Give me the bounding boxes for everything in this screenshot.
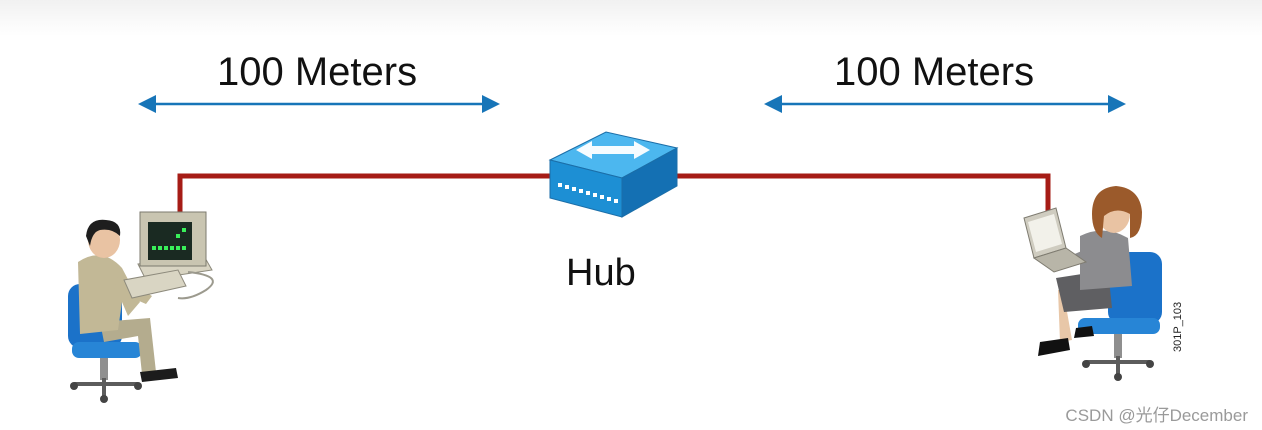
distance-arrow-right xyxy=(764,95,1126,113)
watermark-text: CSDN @光仔December xyxy=(1065,406,1248,425)
cable-right xyxy=(676,173,1051,214)
distance-label-left: 100 Meters xyxy=(217,50,418,94)
hub-label: Hub xyxy=(566,252,636,294)
desktop-user-icon xyxy=(68,211,214,403)
distance-label-right: 100 Meters xyxy=(834,50,1035,94)
hub-icon xyxy=(548,131,679,218)
distance-arrow-left xyxy=(138,95,500,113)
laptop-user-icon xyxy=(1023,186,1162,381)
cable-left xyxy=(177,173,556,216)
figure-code: 301P_103 xyxy=(1172,301,1184,352)
